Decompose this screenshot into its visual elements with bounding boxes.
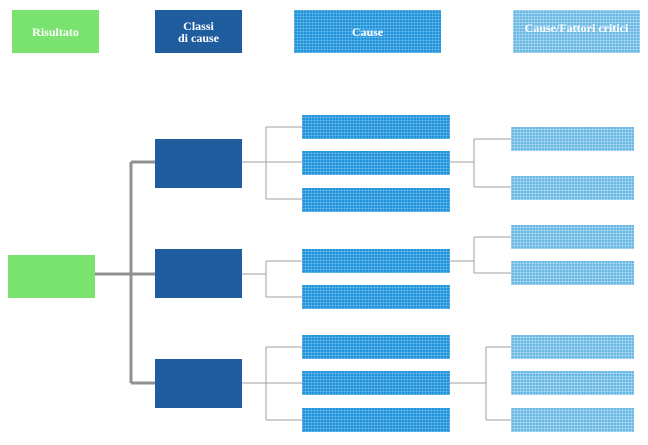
- fattore-node-1-1: [511, 127, 634, 151]
- fattore-node-3-3: [511, 408, 634, 432]
- legend-cause: Cause: [294, 10, 441, 53]
- causa-node-3-3: [302, 408, 450, 432]
- branch-connectors: [242, 126, 511, 421]
- legend-cause-label: Cause: [351, 24, 384, 39]
- legend-classi-label-line2: di cause: [177, 30, 219, 45]
- causa-node-1-1: [302, 115, 450, 139]
- legend-risultato-label: Risultato: [32, 24, 79, 39]
- causa-node-2-1: [302, 249, 450, 273]
- classe-node-1: [155, 139, 242, 188]
- legend-classi-di-cause: Classi di cause: [155, 10, 242, 53]
- legend-classi-label-line1: Classi: [183, 18, 214, 33]
- legend-fattori-label: Cause/Fattori critici: [524, 21, 629, 35]
- fattore-node-2-2: [511, 261, 634, 285]
- causa-node-1-2: [302, 151, 450, 175]
- causa-node-2-2: [302, 285, 450, 309]
- fattore-node-2-1: [511, 225, 634, 249]
- fattore-node-3-2: [511, 371, 634, 395]
- causa-node-1-3: [302, 188, 450, 212]
- fattore-node-3-1: [511, 335, 634, 359]
- legend-risultato: Risultato: [12, 10, 99, 53]
- causa-node-3-1: [302, 335, 450, 359]
- causa-node-3-2: [302, 371, 450, 395]
- trunk-connectors: [95, 160, 155, 385]
- legend-fattori-critici: Cause/Fattori critici: [513, 10, 640, 53]
- fattore-node-1-2: [511, 176, 634, 200]
- classe-node-3: [155, 359, 242, 408]
- risultato-node: [8, 255, 95, 298]
- classe-node-2: [155, 249, 242, 298]
